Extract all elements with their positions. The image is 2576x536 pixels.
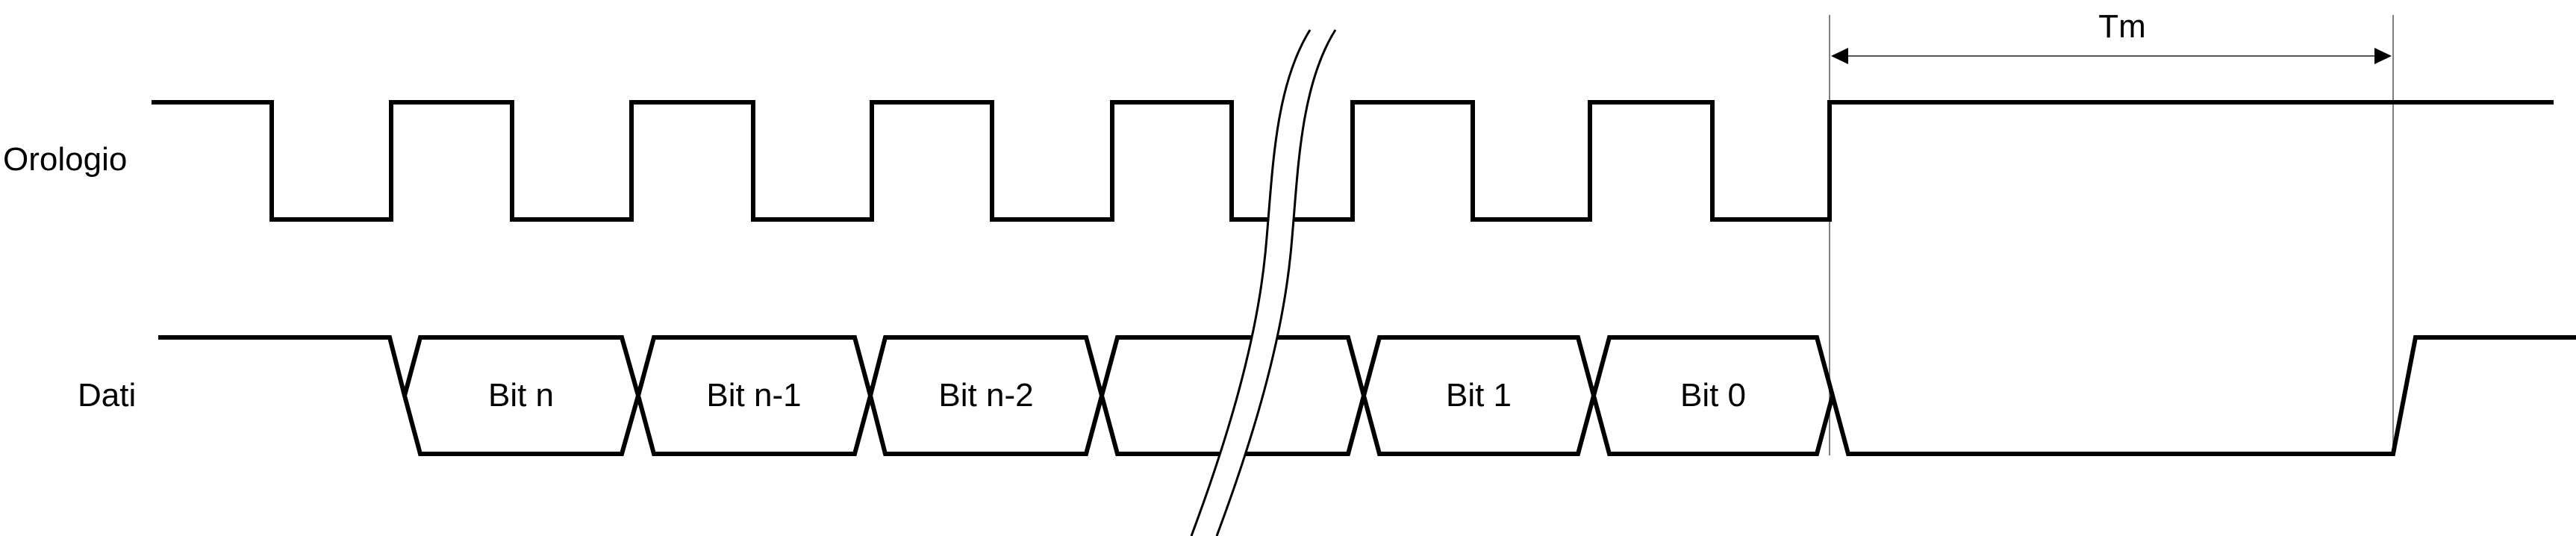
bit-label: Bit 1 — [1446, 377, 1512, 414]
time-break-icon — [1190, 29, 1312, 536]
data-idle-start — [158, 335, 407, 396]
bit-label: Bit n — [488, 377, 554, 414]
bit-label: Bit 0 — [1680, 377, 1746, 414]
data-hold-low — [1830, 335, 2576, 456]
tm-arrow-right-icon — [2374, 48, 2392, 64]
bit-label: Bit n-2 — [938, 377, 1033, 414]
data-signal-label: Dati — [78, 377, 136, 414]
clock-waveform — [152, 100, 2554, 222]
time-break-icon — [1215, 29, 1337, 536]
tm-label: Tm — [2098, 8, 2146, 45]
tm-arrow-left-icon — [1831, 48, 1848, 64]
bit-label: Bit n-1 — [706, 377, 801, 414]
clock-signal-label: Orologio — [3, 141, 127, 178]
time-break-mask — [1191, 30, 1335, 536]
